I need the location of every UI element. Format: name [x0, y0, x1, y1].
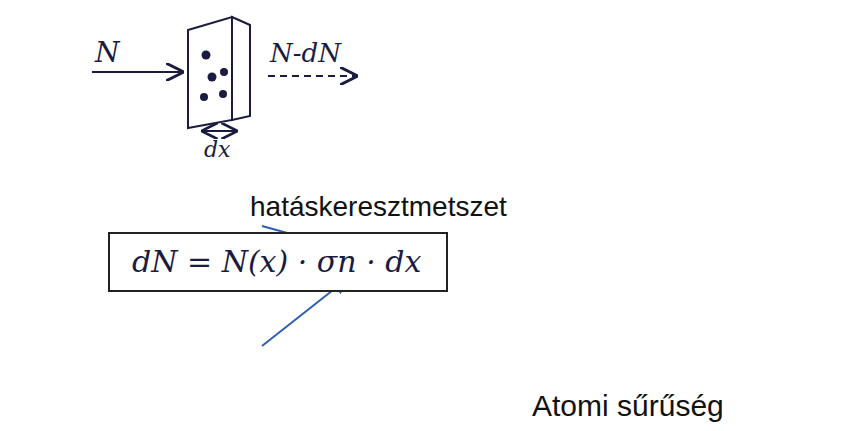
- thickness-label: dx: [204, 137, 231, 163]
- slab-side: [232, 17, 250, 120]
- atom-dots: [200, 51, 228, 102]
- flux-label: N: [95, 36, 120, 70]
- thickness-arrow: [203, 130, 236, 132]
- equation-text: dN = N(x) · σn · dx: [132, 244, 421, 280]
- callout-label: Atomi sűrűség: [532, 388, 724, 424]
- slab-front: [188, 17, 232, 128]
- callout-label: hatáskeresztmetszet: [250, 190, 507, 224]
- flux-label: N-dN: [270, 38, 341, 69]
- incoming-arrow: [92, 71, 182, 73]
- outgoing-arrow: [268, 75, 356, 77]
- equation-box: dN = N(x) · σn · dx: [108, 232, 448, 292]
